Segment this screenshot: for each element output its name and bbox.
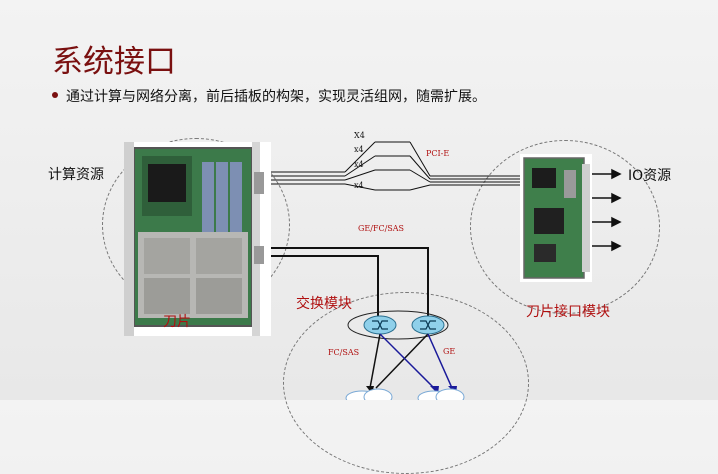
io-output-arrows (592, 168, 622, 252)
network-cloud-icon (417, 388, 465, 400)
io-dashed-circle (470, 140, 660, 314)
fc-sas-label: FC/SAS (328, 348, 360, 357)
blade-interface-module-label: 刀片接口模块 (526, 304, 610, 320)
ge-fc-sas-label: GE/FC/SAS (358, 224, 405, 233)
switch-oval (347, 310, 449, 340)
blade-label: 刀片 (163, 314, 191, 330)
pcie-label: PCI-E (426, 149, 450, 158)
blade-image (124, 142, 271, 336)
switch-module-label: 交换模块 (296, 296, 352, 312)
network-cloud-icon (345, 388, 393, 400)
x4-label: X4 (354, 131, 365, 140)
switch-icon (363, 315, 397, 335)
io-resource-label: IO资源 (628, 168, 672, 184)
bullet-text: 通过计算与网络分离，前后插板的构架，实现灵活组网，随需扩展。 (66, 89, 486, 105)
bullet-dot-icon (52, 92, 58, 98)
x4-label: x4 (354, 160, 364, 169)
x4-label: x4 (354, 145, 364, 154)
page-title: 系统接口 (52, 44, 176, 80)
interface-module-image (520, 154, 592, 282)
ge-fc-sas-lines (271, 247, 429, 316)
pcie-bus-lines (271, 141, 520, 191)
connection-diagram (271, 141, 622, 400)
compute-resource-label: 计算资源 (48, 167, 104, 183)
x4-label: x4 (354, 181, 364, 190)
bullet-item: 通过计算与网络分离，前后插板的构架，实现灵活组网，随需扩展。 (52, 86, 486, 106)
switch-icon (411, 315, 445, 335)
switch-to-network-links (369, 333, 453, 389)
ge-label: GE (443, 347, 456, 356)
